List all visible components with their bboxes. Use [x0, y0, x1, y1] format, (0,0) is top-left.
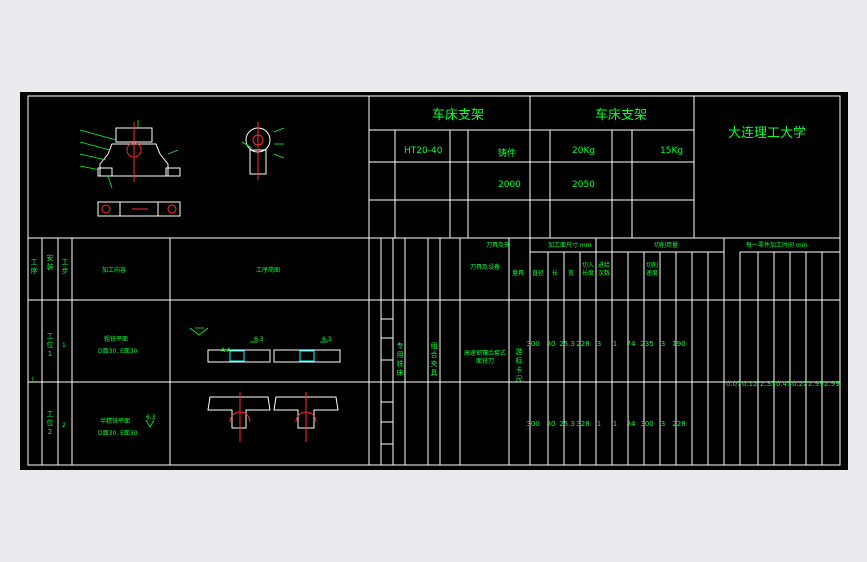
row2-roughness: 6.3 [146, 414, 156, 421]
time-cell: 2.99 [808, 380, 824, 388]
row1-step: 1 [62, 342, 66, 349]
fixture: 组合夹具 [430, 342, 438, 377]
values_row1-cell: 1 [612, 340, 618, 348]
row1-content: 粗铣平面 [104, 336, 129, 343]
values_row1-cell: 228 [576, 340, 590, 348]
cutter: 高速钢镶齿套式面铣刀 [463, 350, 506, 365]
col-step: 工步 [61, 258, 69, 275]
col-content: 加工内容 [102, 267, 127, 274]
col-speed: 切削速度 [645, 262, 658, 277]
time-cell: 0.22 [792, 380, 808, 388]
title-left: 车床支架 [432, 108, 485, 123]
values_row2-cell: 300 [640, 420, 654, 428]
col-cut-depth: 切入长度 [581, 262, 594, 277]
values_row1-cell: 25.3 [559, 340, 575, 348]
col-measure: 量具 [512, 270, 525, 277]
values_row1-cell: 74 [626, 340, 636, 348]
sketch-r1: 6.3 [254, 336, 264, 343]
size-b: 15Kg [660, 146, 684, 156]
time-cell: 0.07 [726, 380, 742, 388]
col-tool-sub: 刀具及设备 [469, 264, 500, 271]
row1-content-sub: D面30, E面30 [98, 348, 138, 355]
process-sketch-1 [207, 349, 341, 429]
sketch-r2: 6.3 [322, 336, 332, 343]
col-diameter: 直径 [532, 270, 545, 277]
values_row2-cell: 228 [672, 420, 686, 428]
values_row1-cell: 80 [546, 340, 556, 348]
col-dims: 加工面尺寸 mm [548, 242, 592, 249]
values_row1-cell: 3 [596, 340, 602, 348]
size-a: 20Kg [572, 146, 596, 156]
values_row2-cell: 84 [626, 420, 636, 428]
drawing-sheet: 车床支架 车床支架 大连理工大学 HT20-40 铸件 20Kg 15Kg 20… [20, 92, 848, 470]
col-width: 宽 [568, 270, 575, 277]
time-cell: 2.99 [824, 380, 840, 388]
values_row1-cell: 235 [640, 340, 654, 348]
values_row2-cell: 328 [576, 420, 590, 428]
time-cell: 0.43 [776, 380, 792, 388]
values_row1-cell: 190 [672, 340, 686, 348]
values_row1-cell: 300 [526, 340, 540, 348]
values_row2-cell: 1 [612, 420, 618, 428]
values_row2-cell: 300 [526, 420, 540, 428]
row1-process: I [32, 376, 34, 383]
col-sketch: 工序简图 [256, 267, 281, 274]
row1-install: 工位1 [46, 332, 54, 358]
blank-type: 铸件 [498, 149, 517, 159]
values_row2-cell: 80 [546, 420, 556, 428]
col-process: 工序 [30, 258, 38, 275]
col-tool: 刀具及夹 [486, 242, 511, 249]
count-a: 2000 [498, 180, 521, 190]
material-value: HT20-40 [404, 146, 443, 156]
frame-border [27, 95, 841, 466]
title-right: 车床支架 [595, 108, 648, 123]
count-b: 2050 [572, 180, 595, 190]
col-time: 每一零件加工时间 min [746, 242, 808, 249]
row2-step: 2 [62, 422, 66, 429]
row2-content-sub: D面30, E面30 [98, 430, 138, 437]
row2-install: 工位2 [46, 410, 54, 436]
values_row2-cell: 1 [596, 420, 602, 428]
school-name: 大连理工大学 [728, 126, 807, 141]
col-cutting: 切削用量 [654, 242, 679, 249]
time-cell: 2.33 [760, 380, 776, 388]
part-front-view [97, 127, 181, 217]
values_row1-cell: 3 [660, 340, 666, 348]
values_row2-cell: 25.3 [559, 420, 575, 428]
col-feed: 进给次数 [597, 262, 610, 277]
col-length: 长 [552, 270, 559, 277]
values_row2-cell: 3 [660, 420, 666, 428]
sketch-section-label: A-A [221, 347, 232, 354]
row2-content: 半精铣平面 [100, 418, 131, 425]
cad-drawing [27, 95, 841, 466]
measure-tool: 游标卡尺 [515, 348, 523, 383]
col-install: 安装 [46, 254, 54, 271]
time-cell: 0.12 [742, 380, 758, 388]
equipment: 专用铣床 [396, 342, 404, 377]
